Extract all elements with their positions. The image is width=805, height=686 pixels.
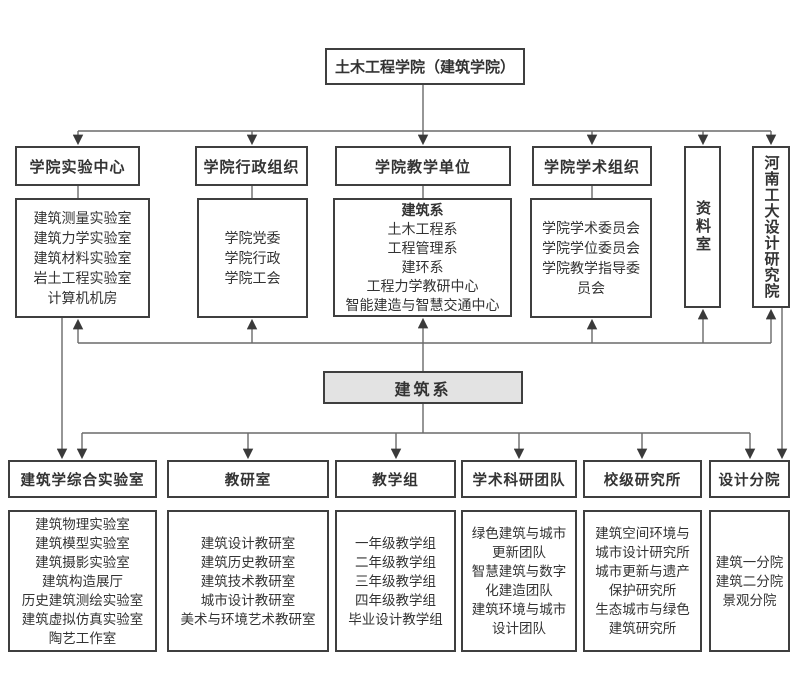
list-item: 建筑材料实验室: [33, 250, 132, 266]
list-item: 一年级教学组: [355, 535, 436, 551]
list-item: 四年级教学组: [355, 592, 436, 608]
list-item: 岩土工程实验室: [33, 270, 132, 286]
header-academic-org: 学院学术组织: [532, 146, 652, 186]
list-experiment-center: 建筑测量实验室 建筑力学实验室 建筑材料实验室 岩土工程实验室 计算机机房: [15, 198, 150, 318]
header-university-institutes: 校级研究所: [583, 460, 702, 498]
list-item: 建筑测量实验室: [33, 210, 132, 226]
list-item: 智慧建筑与数字化建造团队: [471, 564, 567, 598]
list-item: 学院学位委员会: [542, 240, 640, 256]
list-item: 学院教学指导委员会: [542, 260, 640, 296]
list-item: 土木工程系: [387, 220, 458, 237]
list-item: 毕业设计教学组: [348, 611, 443, 627]
list-item: 城市更新与遗产保护研究所: [595, 564, 690, 598]
list-item: 建筑物理实验室: [35, 516, 130, 532]
header-teaching-units: 学院教学单位: [335, 146, 511, 186]
list-item: 三年级教学组: [355, 573, 436, 589]
header-teaching-group: 教学组: [335, 460, 456, 498]
header-teaching-research-office: 教研室: [167, 460, 329, 498]
list-item: 工程力学教研中心: [366, 277, 479, 294]
list-item: 工程管理系: [387, 239, 458, 256]
list-comprehensive-lab: 建筑物理实验室 建筑模型实验室 建筑摄影实验室 建筑构造展厅 历史建筑测绘实验室…: [8, 510, 157, 652]
list-item: 二年级教学组: [355, 554, 436, 570]
list-item: 学院行政: [224, 250, 281, 266]
list-item: 建筑摄影实验室: [35, 554, 130, 570]
list-administrative-org: 学院党委 学院行政 学院工会: [197, 198, 308, 318]
list-item: 智能建造与智慧交通中心: [345, 296, 500, 313]
list-teaching-research-office: 建筑设计教研室 建筑历史教研室 建筑技术教研室 城市设计教研室 美术与环境艺术教…: [167, 510, 329, 652]
list-item: 建筑历史教研室: [200, 554, 296, 570]
list-item: 建筑技术教研室: [200, 573, 296, 589]
list-item: 美术与环境艺术教研室: [180, 611, 316, 627]
list-item: 建筑二分院: [715, 573, 784, 589]
list-item: 建筑空间环境与城市设计研究所: [595, 526, 690, 560]
list-item-architecture-dept: 建筑系: [401, 201, 444, 218]
list-item: 学院工会: [224, 270, 281, 286]
list-item: 建环系: [401, 258, 444, 275]
list-item: 历史建筑测绘实验室: [21, 592, 144, 608]
box-architecture-department: 建筑系: [323, 371, 523, 404]
list-item: 建筑环境与城市设计团队: [471, 602, 567, 636]
header-comprehensive-lab: 建筑学综合实验室: [8, 460, 157, 498]
list-item: 景观分院: [722, 592, 777, 608]
header-administrative-org: 学院行政组织: [195, 146, 308, 186]
header-research-teams: 学术科研团队: [461, 460, 577, 498]
box-design-research-institute: 河南工大设计研究院: [752, 146, 790, 308]
list-item: 计算机机房: [47, 290, 118, 306]
list-teaching-group: 一年级教学组 二年级教学组 三年级教学组 四年级教学组 毕业设计教学组: [335, 510, 456, 652]
list-item: 城市设计教研室: [200, 592, 296, 608]
list-university-institutes: 建筑空间环境与城市设计研究所 城市更新与遗产保护研究所 生态城市与绿色建筑研究所: [583, 510, 702, 652]
list-academic-org: 学院学术委员会 学院学位委员会 学院教学指导委员会: [530, 198, 652, 318]
list-teaching-units: 建筑系 土木工程系 工程管理系 建环系 工程力学教研中心 智能建造与智慧交通中心: [333, 198, 512, 317]
list-item: 学院党委: [224, 230, 281, 246]
list-item: 建筑构造展厅: [42, 573, 123, 589]
list-item: 建筑一分院: [715, 554, 784, 570]
list-item: 学院学术委员会: [542, 220, 640, 236]
list-item: 绿色建筑与城市更新团队: [471, 526, 567, 560]
list-item: 建筑虚拟仿真实验室: [21, 611, 144, 627]
header-design-branch: 设计分院: [709, 460, 790, 498]
list-item: 建筑模型实验室: [35, 535, 130, 551]
header-experiment-center: 学院实验中心: [15, 146, 140, 186]
box-reference-room: 资料室: [684, 146, 721, 308]
list-item: 建筑设计教研室: [200, 535, 296, 551]
list-research-teams: 绿色建筑与城市更新团队 智慧建筑与数字化建造团队 建筑环境与城市设计团队: [461, 510, 577, 652]
list-item: 陶艺工作室: [48, 630, 117, 646]
list-item: 建筑力学实验室: [33, 230, 132, 246]
root-box-college-title: 土木工程学院（建筑学院）: [325, 48, 525, 85]
list-design-branch: 建筑一分院 建筑二分院 景观分院: [709, 510, 790, 652]
list-item: 生态城市与绿色建筑研究所: [595, 602, 690, 636]
